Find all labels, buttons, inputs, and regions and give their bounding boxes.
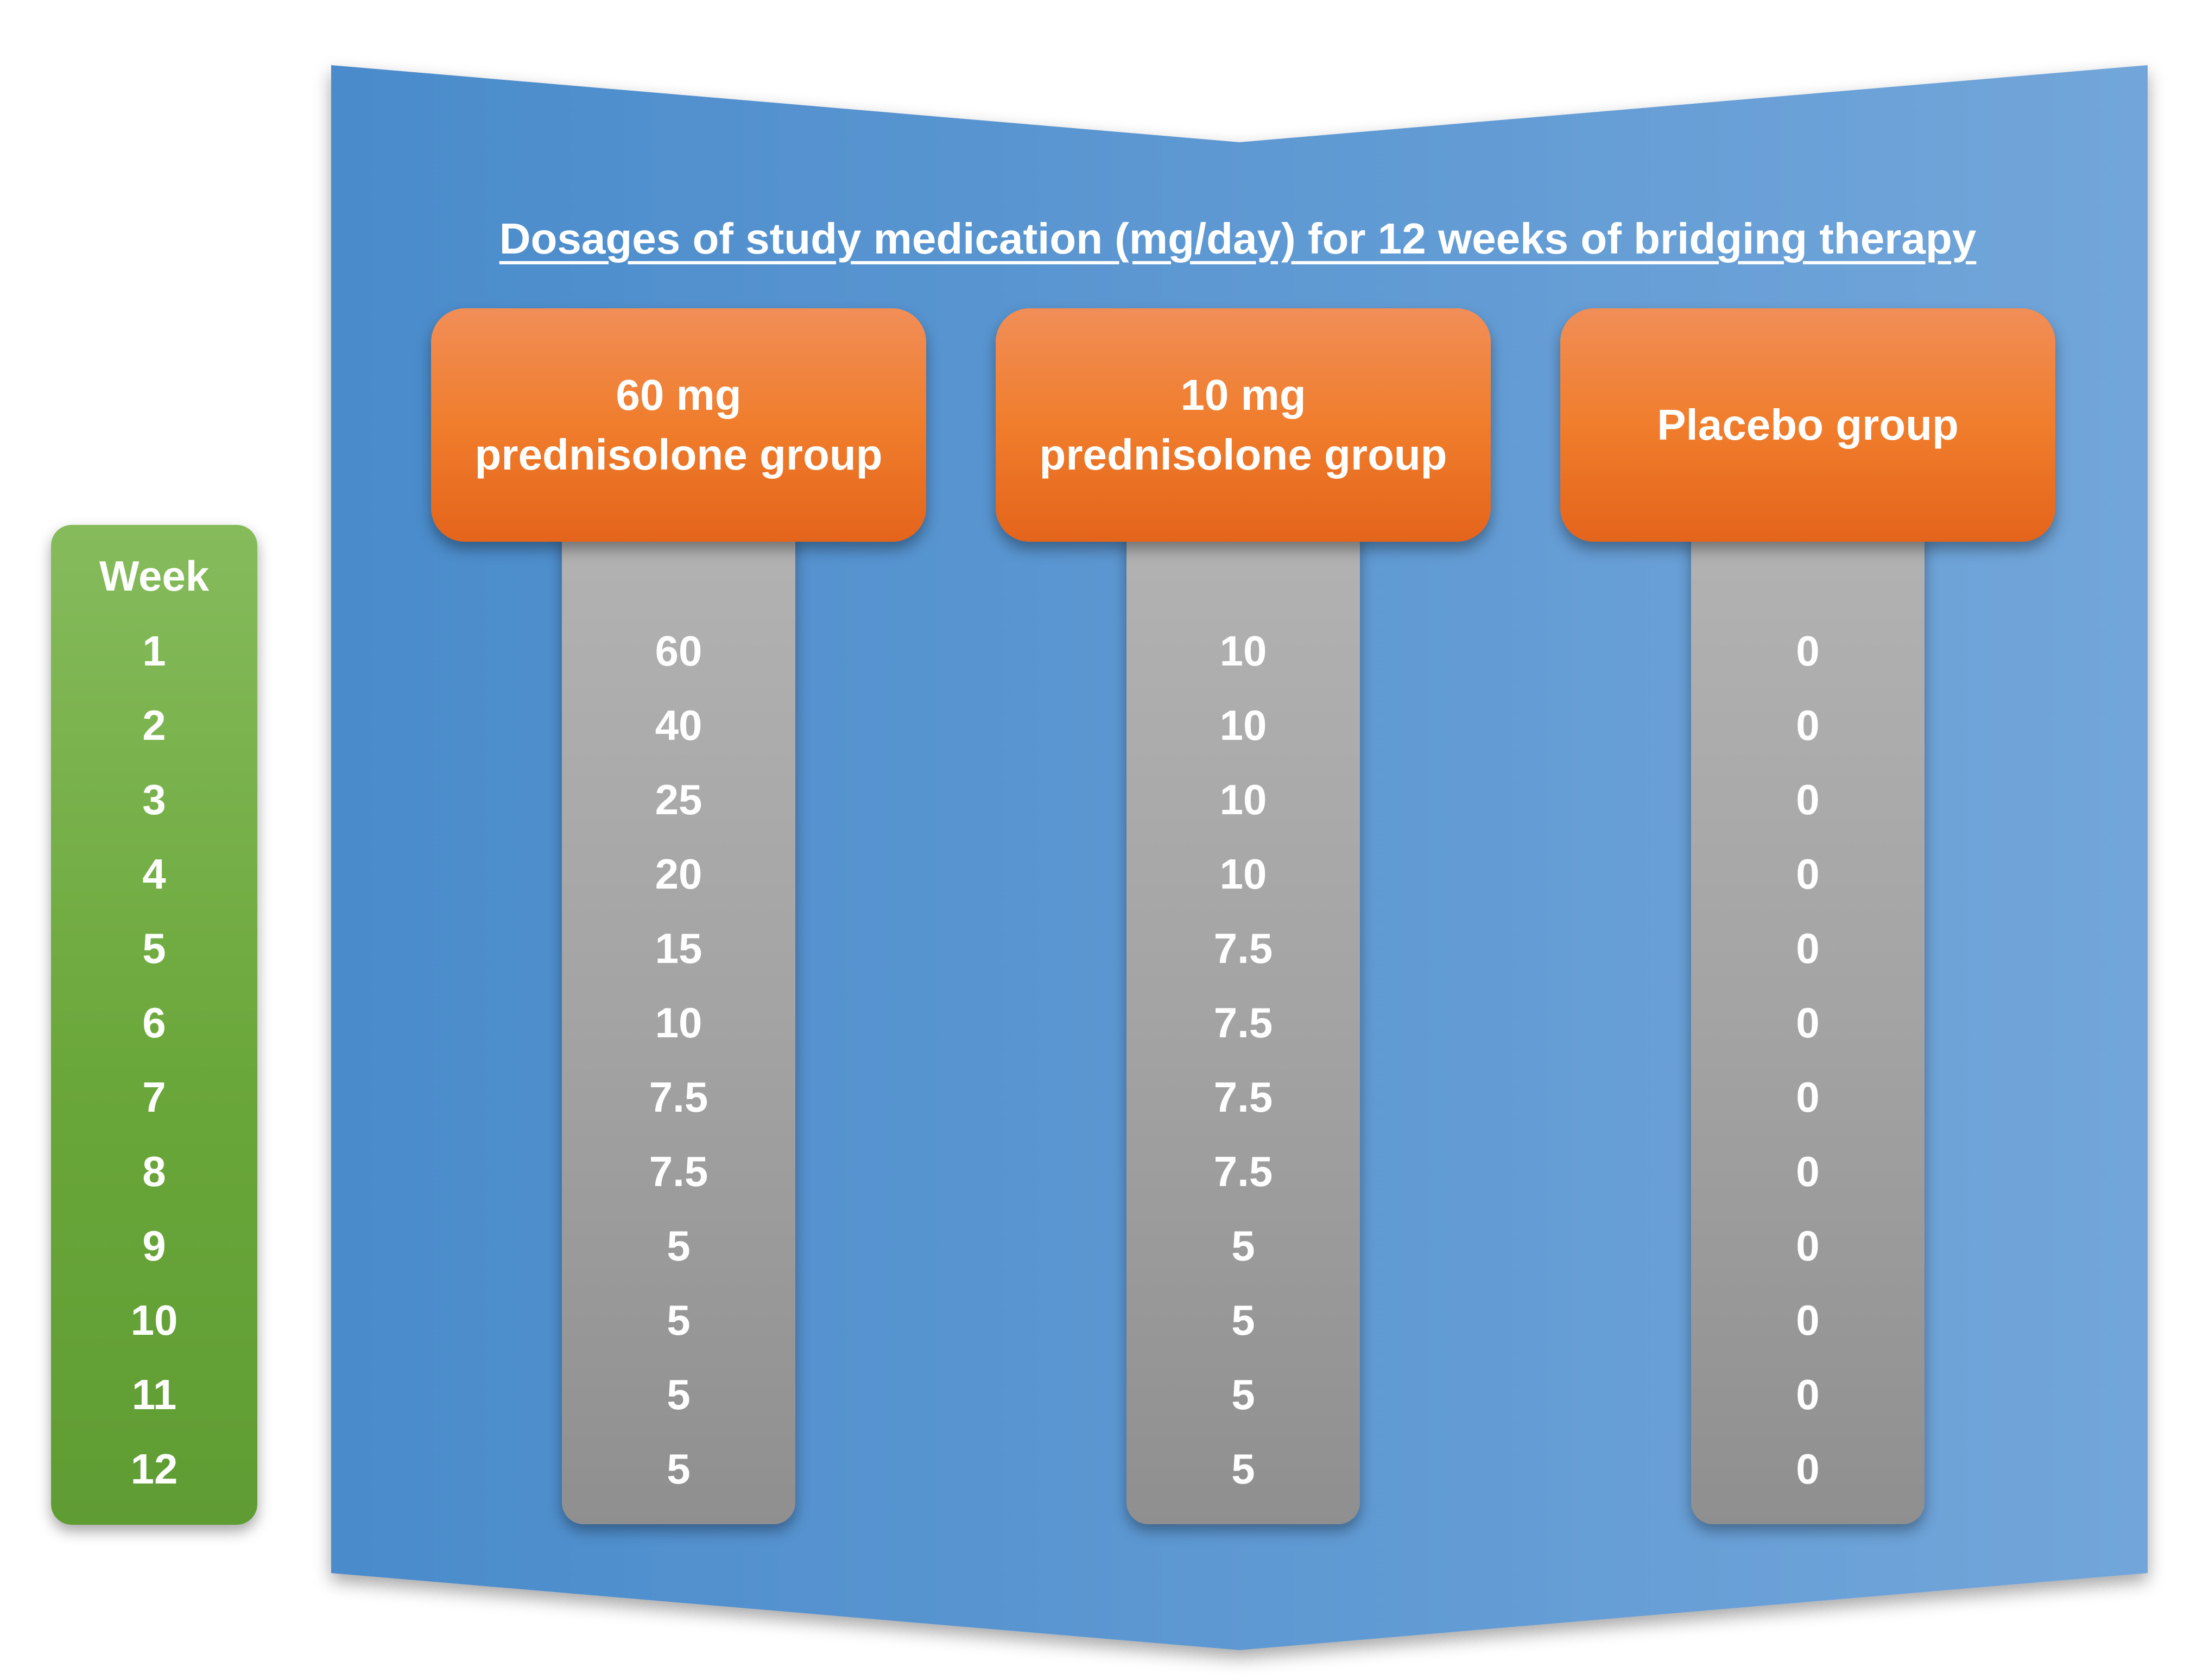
dose-list: 10 10 10 10 7.5 7.5 7.5 7.5 5 5 5 5	[1126, 630, 1360, 1522]
dose-value: 60	[655, 627, 702, 675]
dose-value: 7.5	[1213, 924, 1273, 972]
week-number: 11	[131, 1371, 177, 1418]
dose-value: 0	[1796, 701, 1820, 749]
group-label-line: 60 mg	[616, 371, 742, 419]
group-header-label: 60 mg prednisolone group	[474, 365, 882, 485]
group-header-60mg: 60 mg prednisolone group	[431, 308, 926, 542]
group-header-placebo: Placebo group	[1560, 308, 2055, 542]
week-number: 8	[142, 1148, 166, 1195]
week-number: 1	[142, 627, 166, 675]
dose-list: 0 0 0 0 0 0 0 0 0 0 0 0	[1691, 630, 1925, 1522]
week-number: 2	[142, 701, 166, 749]
dose-value: 0	[1796, 1148, 1820, 1195]
dose-column-60mg: 60 40 25 20 15 10 7.5 7.5 5 5 5 5	[562, 532, 795, 1524]
week-number: 9	[142, 1222, 166, 1270]
dose-value: 10	[1219, 776, 1267, 823]
week-number: 4	[142, 850, 166, 898]
dose-value: 0	[1796, 627, 1820, 675]
dose-value: 0	[1796, 1222, 1820, 1270]
dose-value: 7.5	[649, 1073, 708, 1121]
dose-value: 0	[1796, 1296, 1820, 1344]
group-label-line: prednisolone group	[474, 430, 883, 479]
dose-value: 10	[1219, 850, 1267, 898]
diagram-title: Dosages of study medication (mg/day) for…	[499, 214, 1977, 263]
group-label-line: prednisolone group	[1039, 430, 1447, 479]
dose-value: 0	[1796, 1073, 1820, 1121]
dose-value: 7.5	[1213, 999, 1273, 1047]
week-column: Week 1 2 3 4 5 6 7 8 9 10 11 12	[51, 525, 257, 1525]
dose-value: 40	[655, 701, 702, 749]
dose-value: 5	[667, 1296, 691, 1344]
dose-value: 5	[1231, 1445, 1255, 1493]
dose-value: 7.5	[1213, 1073, 1273, 1121]
dose-value: 20	[655, 850, 702, 898]
week-number: 3	[142, 776, 166, 823]
dose-value: 10	[1219, 701, 1267, 749]
dose-column-10mg: 10 10 10 10 7.5 7.5 7.5 7.5 5 5 5 5	[1126, 532, 1360, 1524]
dose-value: 10	[1219, 627, 1267, 675]
group-header-label: 10 mg prednisolone group	[1039, 365, 1447, 485]
dose-value: 7.5	[649, 1148, 708, 1195]
dose-value: 25	[655, 776, 702, 823]
dose-value: 5	[667, 1371, 691, 1418]
dose-value: 5	[1231, 1371, 1255, 1418]
dose-value: 0	[1796, 1371, 1820, 1418]
dose-value: 0	[1796, 776, 1820, 823]
week-number: 6	[142, 999, 166, 1047]
week-list: 1 2 3 4 5 6 7 8 9 10 11 12	[51, 630, 257, 1522]
dose-value: 15	[655, 924, 702, 972]
group-label-line: Placebo group	[1657, 401, 1959, 449]
group-header-10mg: 10 mg prednisolone group	[996, 308, 1491, 542]
week-number: 10	[130, 1296, 178, 1344]
dose-value: 0	[1796, 999, 1820, 1047]
week-number: 5	[142, 924, 166, 972]
week-number: 7	[142, 1073, 166, 1121]
dose-value: 5	[667, 1445, 691, 1493]
dose-value: 5	[1231, 1222, 1255, 1270]
group-header-label: Placebo group	[1657, 395, 1959, 455]
dose-value: 0	[1796, 850, 1820, 898]
group-label-line: 10 mg	[1180, 371, 1306, 419]
dose-value: 7.5	[1213, 1148, 1273, 1195]
dose-value: 0	[1796, 924, 1820, 972]
dose-value: 0	[1796, 1445, 1820, 1493]
dose-list: 60 40 25 20 15 10 7.5 7.5 5 5 5 5	[562, 630, 795, 1522]
dose-column-placebo: 0 0 0 0 0 0 0 0 0 0 0 0	[1691, 532, 1925, 1524]
dose-value: 10	[655, 999, 702, 1047]
week-number: 12	[130, 1445, 178, 1493]
week-header: Week	[99, 552, 210, 600]
dose-value: 5	[1231, 1296, 1255, 1344]
dose-value: 5	[667, 1222, 691, 1270]
